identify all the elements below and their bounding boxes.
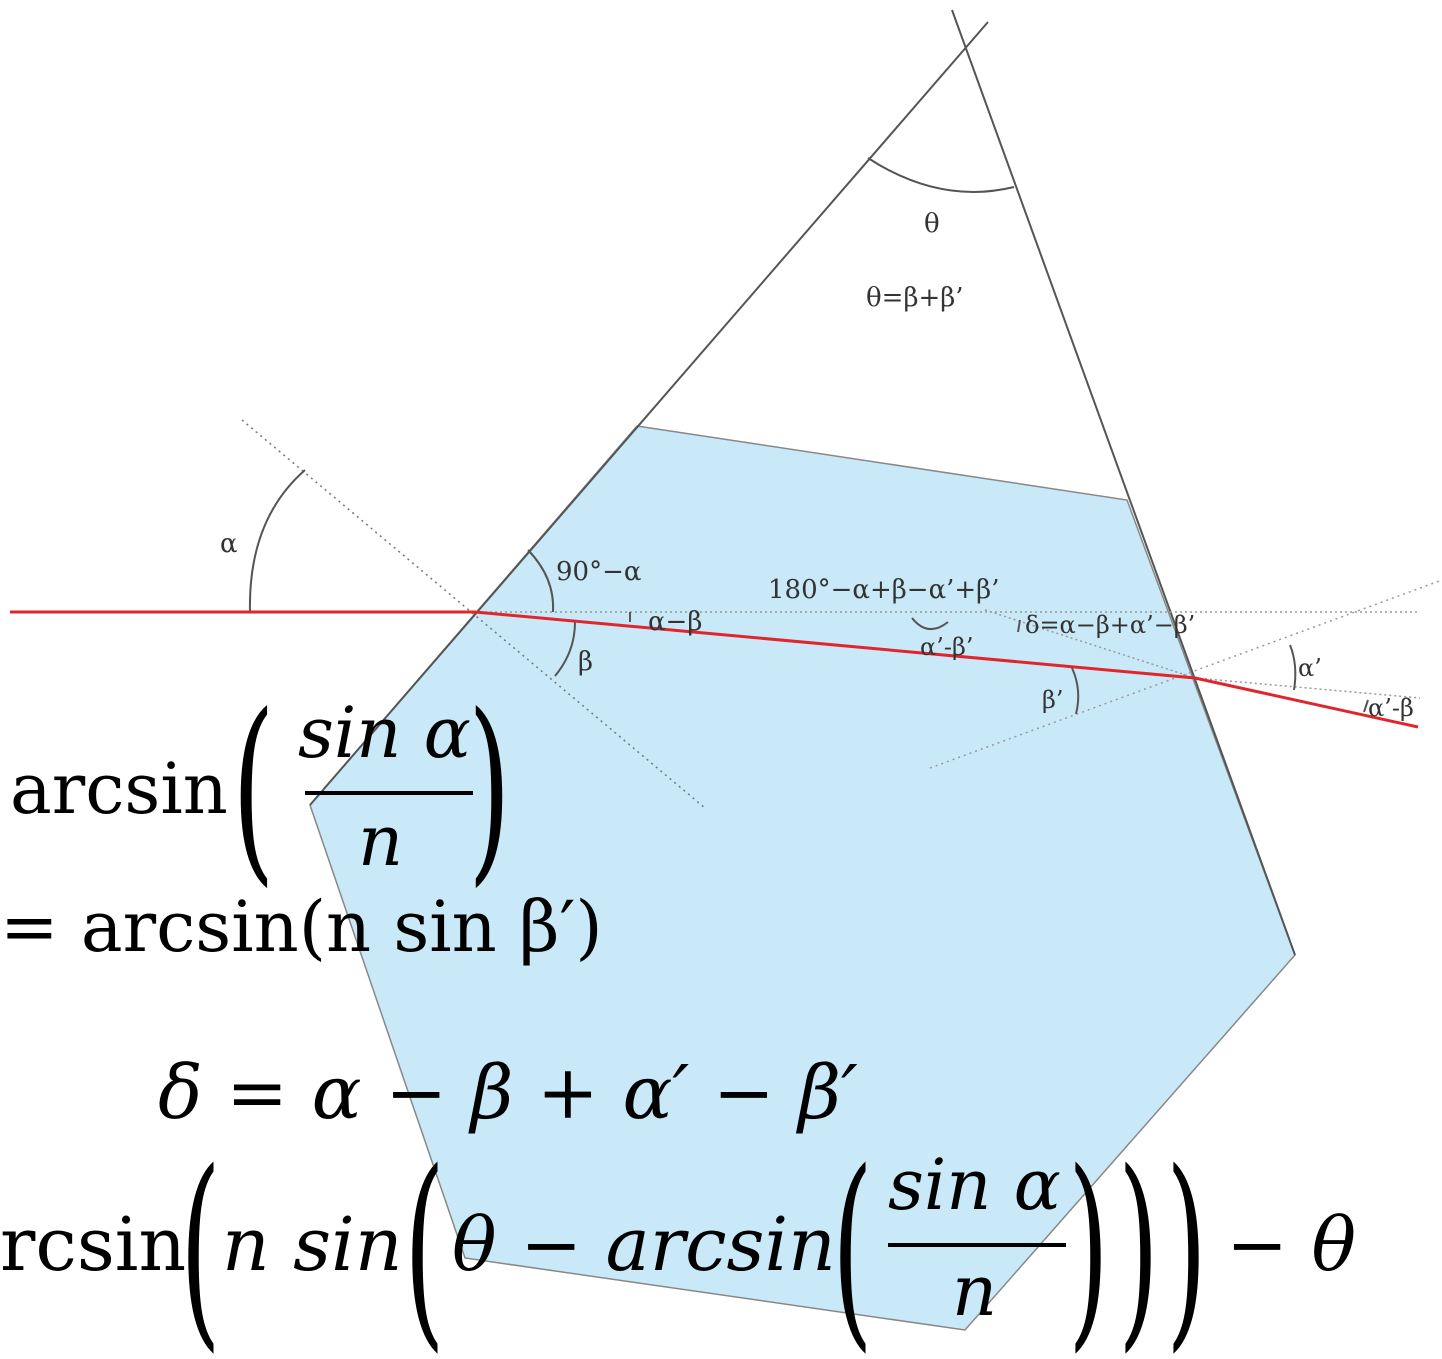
theta-relation-label: θ=β+β’	[866, 283, 964, 313]
ninety-minus-alpha-arc	[527, 549, 555, 613]
eq1-numerator: sin α	[298, 692, 471, 774]
alpha-prime-arc	[1289, 644, 1297, 691]
eq4-paren-1-open: (	[180, 1126, 221, 1359]
eq4-paren-2-close: )	[1118, 1126, 1159, 1359]
eq4-rcsin: rcsin	[0, 1202, 187, 1288]
eq1-fraction-bar	[305, 791, 473, 795]
beta-label: β	[578, 647, 593, 677]
eq4-n-sin: n sin	[222, 1202, 403, 1288]
theta-arc	[867, 157, 1015, 193]
eq4-fraction-bar	[888, 1243, 1066, 1247]
eq1-arcsin: arcsin	[10, 748, 228, 830]
beta-prime-label: β’	[1042, 686, 1064, 714]
eq1-denominator: n	[358, 800, 404, 882]
alpha-prime-beta-tick	[1363, 699, 1369, 713]
eq4-denominator: n	[952, 1250, 998, 1332]
alpha-label: α	[220, 529, 238, 559]
eq4-paren-2-open: (	[404, 1126, 445, 1359]
eq4-theta-arcsin: θ − arcsin	[452, 1202, 836, 1288]
angle-sum-arc	[911, 617, 949, 630]
exit-normal	[929, 579, 1442, 769]
delta-tick	[1017, 619, 1021, 633]
equation-3: δ = α − β + α′ − β′	[158, 1050, 858, 1136]
alpha-prime-label: α’	[1298, 654, 1322, 682]
eq1-open-paren: (	[232, 672, 275, 905]
angle-sum-label: 180°−α+β−α’+β’	[768, 575, 999, 605]
theta-label: θ	[924, 209, 940, 239]
alpha-prime-minus-beta-prime-label: α’-β’	[920, 633, 973, 661]
light-ray	[10, 610, 1419, 729]
beta-arc	[554, 621, 576, 677]
eq1-close-paren: )	[468, 672, 511, 905]
delta-relation-label: δ=α−β+α’−β’	[1025, 611, 1195, 639]
alpha-prime-minus-beta-right-label: α’-β	[1368, 694, 1414, 722]
eq4-paren-1-close: )	[1166, 1126, 1207, 1359]
right-face-extension	[951, 9, 1296, 956]
eq4-minus-theta: − θ	[1226, 1202, 1357, 1288]
ninety-minus-alpha-label: 90°−α	[556, 557, 641, 587]
equation-2: = arcsin(n sin β′)	[0, 886, 603, 968]
beta-prime-arc	[1071, 667, 1080, 715]
eq4-paren-3-open: (	[832, 1126, 873, 1359]
alpha-minus-beta-label: α−β	[648, 607, 702, 637]
alpha-arc	[248, 469, 306, 613]
eq4-numerator: sin α	[888, 1144, 1061, 1226]
eq4-paren-3-close: )	[1068, 1126, 1109, 1359]
left-face-extension	[309, 21, 989, 806]
